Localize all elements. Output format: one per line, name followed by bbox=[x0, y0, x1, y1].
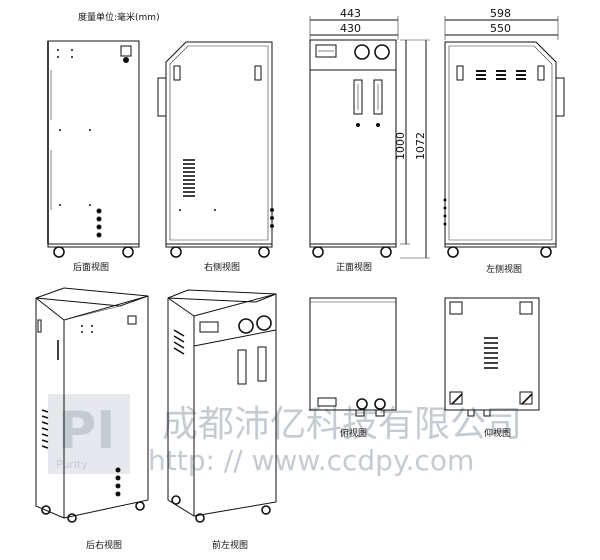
caster-wheel bbox=[540, 246, 552, 258]
dim-front-outer-width: 443 bbox=[340, 7, 361, 20]
latch bbox=[537, 65, 545, 81]
pressure-gauge bbox=[238, 318, 254, 334]
flow-meter bbox=[237, 349, 247, 385]
front-view: 443 430 1000 1072 正面视图 bbox=[309, 7, 430, 273]
vent-grille bbox=[183, 159, 195, 197]
control-panel-display bbox=[317, 397, 337, 407]
dim-body-height: 1000 bbox=[394, 132, 407, 160]
rear-connector bbox=[127, 315, 137, 325]
rear-view: 后面视图 bbox=[47, 40, 140, 273]
side-handle bbox=[555, 77, 565, 117]
vent-slots bbox=[476, 70, 526, 80]
rear-port bbox=[123, 57, 129, 63]
bottom-view: 仰视图 bbox=[444, 297, 540, 439]
flow-meter bbox=[353, 79, 363, 115]
left-view: 598 550 左侧视图 bbox=[443, 7, 565, 275]
dim-total-height: 1072 bbox=[414, 132, 427, 160]
caster-wheel bbox=[171, 495, 181, 505]
side-handle bbox=[157, 77, 167, 117]
caster-wheel bbox=[261, 505, 271, 515]
label-bottom-view: 仰视图 bbox=[484, 427, 511, 439]
label-front-view: 正面视图 bbox=[336, 261, 372, 273]
control-panel-display bbox=[315, 44, 337, 58]
label-left-view: 左侧视图 bbox=[486, 263, 522, 275]
dim-side-outer-width: 598 bbox=[490, 7, 511, 20]
caster-mount bbox=[519, 301, 533, 315]
caster-mount bbox=[449, 391, 463, 405]
watermark-logo-mark: PI bbox=[58, 401, 115, 461]
label-top-view: 俯视图 bbox=[340, 427, 367, 439]
pressure-gauge bbox=[374, 44, 390, 60]
rear-right-view: 后右视图 bbox=[35, 287, 149, 551]
dim-side-inner-width: 550 bbox=[490, 22, 511, 35]
vent-grille bbox=[41, 409, 49, 449]
watermark-logo bbox=[48, 394, 130, 474]
caster-wheel bbox=[135, 501, 145, 511]
unit-note: 度量单位:毫米(mm) bbox=[78, 11, 160, 23]
caster-wheel bbox=[195, 513, 205, 523]
pressure-gauge bbox=[256, 315, 272, 331]
latch bbox=[456, 65, 464, 81]
control-panel-display bbox=[199, 321, 219, 333]
watermark-company: 成都沛亿科技有限公司 bbox=[162, 404, 522, 445]
caster-wheel bbox=[258, 246, 270, 258]
watermark: PI Purity 成都沛亿科技有限公司 http: // www.ccdpy.… bbox=[48, 394, 522, 477]
pressure-gauge bbox=[354, 44, 370, 60]
caster-mount bbox=[519, 391, 533, 405]
pressure-gauge bbox=[374, 398, 386, 410]
vent-slots bbox=[484, 337, 498, 369]
caster-wheel bbox=[312, 246, 324, 258]
caster-wheel bbox=[380, 246, 392, 258]
watermark-url: http: // www.ccdpy.com bbox=[148, 444, 474, 477]
caster-wheel bbox=[447, 246, 459, 258]
label-right-view: 右侧视图 bbox=[204, 261, 240, 273]
top-view: 俯视图 bbox=[309, 297, 397, 439]
right-view: 右侧视图 bbox=[157, 41, 274, 273]
caster-wheel bbox=[170, 246, 182, 258]
watermark-logo-text: Purity bbox=[56, 458, 88, 471]
caster-mount bbox=[449, 301, 463, 315]
latch bbox=[173, 65, 181, 81]
rear-connector bbox=[120, 45, 132, 57]
label-rear-view: 后面视图 bbox=[73, 261, 109, 273]
front-left-view: 前左视图 bbox=[167, 289, 277, 551]
caster-wheel bbox=[41, 505, 51, 515]
caster-wheel bbox=[122, 246, 134, 258]
dim-front-inner-width: 430 bbox=[340, 22, 361, 35]
latch bbox=[254, 65, 262, 81]
pressure-gauge bbox=[356, 398, 368, 410]
flow-meter bbox=[257, 346, 267, 382]
label-rear-right-view: 后右视图 bbox=[86, 539, 122, 551]
caster-wheel bbox=[53, 246, 65, 258]
vent-grille bbox=[173, 329, 185, 355]
flow-meter bbox=[373, 79, 383, 115]
label-front-left-view: 前左视图 bbox=[212, 539, 248, 551]
caster-wheel bbox=[67, 513, 77, 523]
